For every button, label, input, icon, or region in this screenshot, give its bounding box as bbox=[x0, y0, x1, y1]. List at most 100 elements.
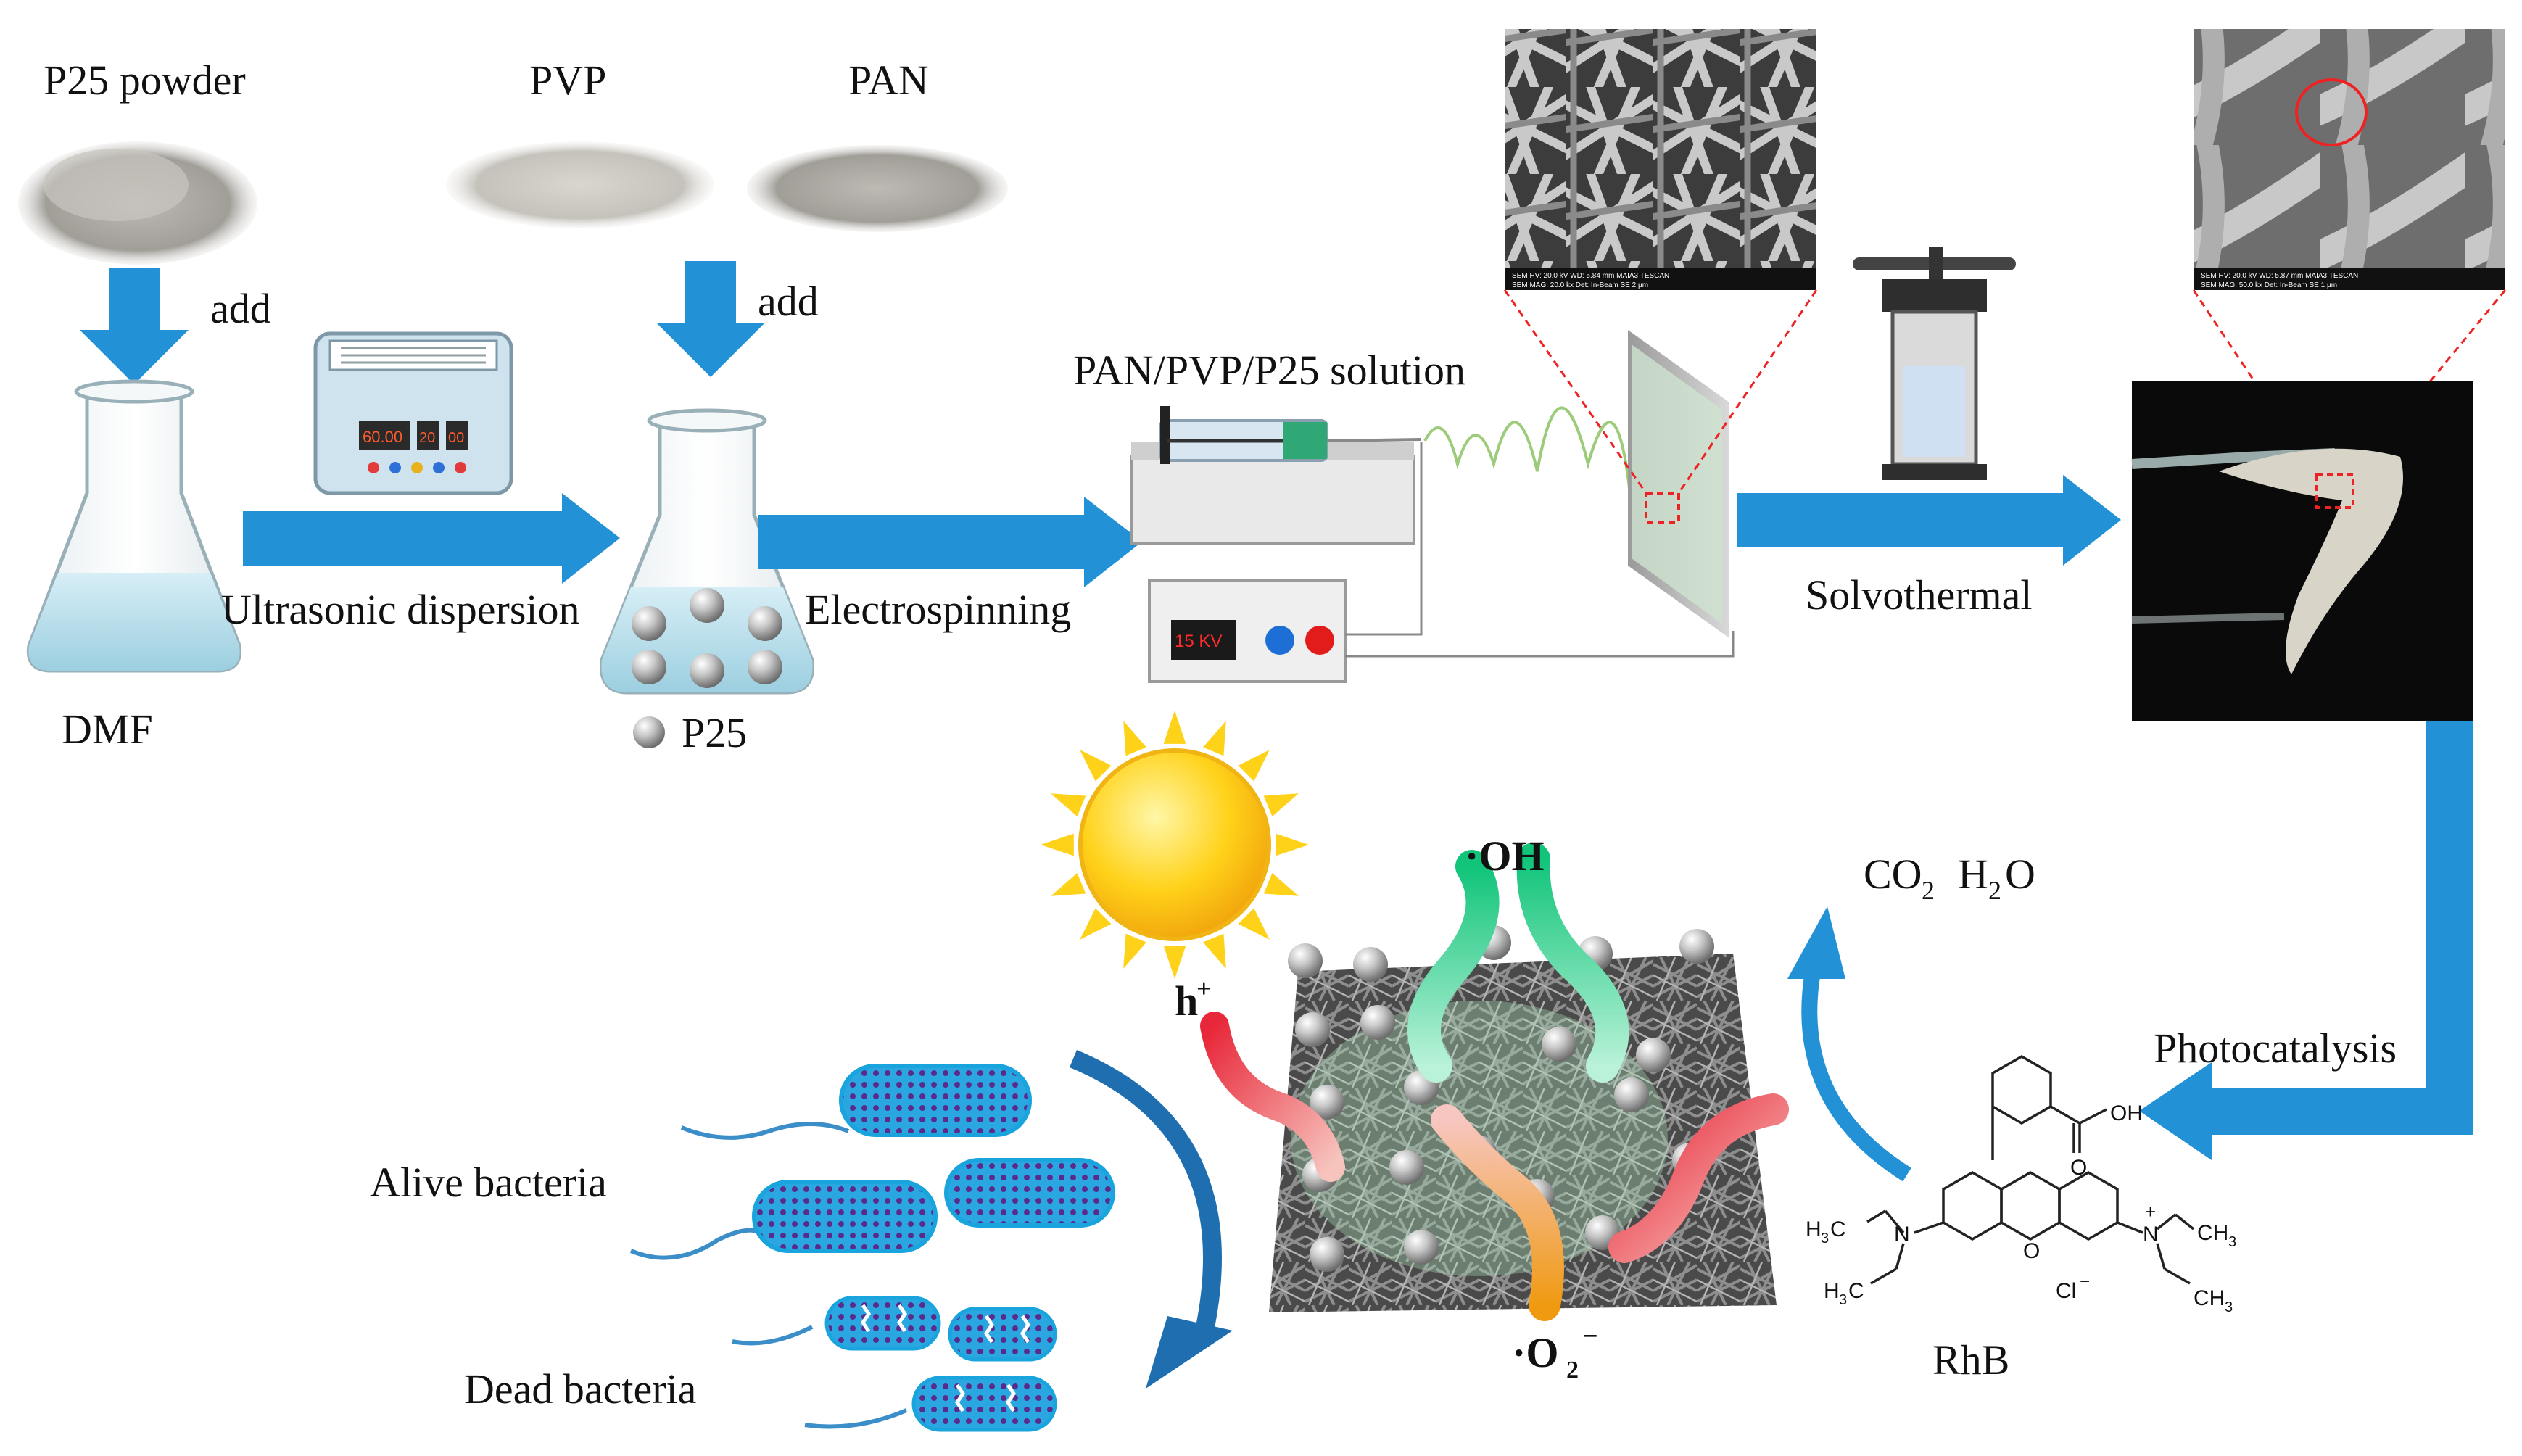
o2-radical-subscript: 2 bbox=[1566, 1357, 1579, 1383]
rhb-n-left: N bbox=[1894, 1223, 1910, 1246]
arrow-photocatalysis bbox=[2139, 721, 2473, 1160]
rhb-h3c-bottom-c: C bbox=[1848, 1279, 1864, 1303]
sun-ray bbox=[1080, 750, 1112, 782]
p25-nanoparticle bbox=[1679, 929, 1714, 964]
p25-nanoparticle bbox=[1310, 1085, 1344, 1120]
ultrasonic-bath-device: 60.00 20 00 bbox=[313, 331, 513, 495]
p25-nanoparticle bbox=[1542, 1027, 1576, 1062]
add-label-right: add bbox=[758, 278, 819, 325]
rhb-h3c-top-c: C bbox=[1830, 1217, 1846, 1241]
down-arrow-right bbox=[656, 261, 765, 377]
p25-legend-label: P25 bbox=[682, 709, 747, 756]
degradation-curved-arrow bbox=[1787, 906, 1911, 1182]
h2o-o: O bbox=[2005, 851, 2035, 898]
sun-ray bbox=[1263, 873, 1299, 896]
electrospinning-jet bbox=[1423, 406, 1633, 508]
sun-icon bbox=[1041, 711, 1309, 979]
h2o-h: H bbox=[1958, 851, 1988, 898]
ultrasonic-temp-display: 00 bbox=[448, 430, 464, 446]
rhb-h3c-bottom: H bbox=[1824, 1279, 1840, 1303]
photocatalysis-label: Photocatalysis bbox=[2154, 1025, 2397, 1072]
rhb-label: RhB bbox=[1932, 1336, 2009, 1383]
dmf-flask bbox=[26, 379, 242, 673]
h-plus-superscript: + bbox=[1196, 974, 1212, 1003]
sem-image-fibers: SEM HV: 20.0 kV WD: 5.84 mm MAIA3 TESCAN… bbox=[1505, 29, 1816, 290]
solution-label: PAN/PVP/P25 solution bbox=[1073, 347, 1465, 394]
rhb-ch3-top-sub: 3 bbox=[2228, 1234, 2236, 1250]
alive-bacterium-middle bbox=[629, 1158, 1115, 1260]
rhb-h3c-bottom-sub: 3 bbox=[1839, 1292, 1847, 1308]
rhb-cl-minus: − bbox=[2080, 1272, 2090, 1291]
rhb-ring-o: O bbox=[2023, 1239, 2040, 1263]
sun-ray bbox=[1051, 793, 1086, 816]
p25-nanoparticle bbox=[1288, 943, 1323, 978]
electrospinning-label: Electrospinning bbox=[805, 586, 1071, 633]
co2-subscript: 2 bbox=[1922, 876, 1935, 905]
pvp-powder-pile bbox=[446, 141, 714, 228]
h-plus-species-right bbox=[1608, 1093, 1789, 1263]
p25-flask bbox=[599, 408, 815, 695]
sun-ray bbox=[1203, 933, 1226, 969]
sem-right-caption-2: SEM MAG: 50.0 kx Det: In-Beam SE 1 μm bbox=[2201, 281, 2337, 289]
dead-bacteria-label: Dead bacteria bbox=[464, 1365, 696, 1412]
sun-ray bbox=[1263, 793, 1299, 816]
zoom-lines-left bbox=[1503, 289, 1818, 494]
sun-ray bbox=[1203, 721, 1226, 756]
o2-radical-label: ·O bbox=[1512, 1329, 1558, 1376]
alive-bacterium-top bbox=[680, 1064, 1032, 1140]
oh-radical-species-right bbox=[1516, 843, 1629, 1083]
sun-ray bbox=[1163, 946, 1186, 979]
rhb-carbonyl-o: O bbox=[2070, 1156, 2087, 1180]
sem-left-caption-2: SEM MAG: 20.0 kx Det: In-Beam SE 2 μm bbox=[1512, 281, 1648, 289]
arrow-ultrasonic-dispersion bbox=[243, 493, 620, 584]
rhb-n-plus: + bbox=[2145, 1201, 2156, 1223]
down-arrow-left bbox=[80, 268, 189, 384]
rhb-atom-labels: OH O O N N + Cl − H 3 C H 3 C CH 3 CH 3 bbox=[1806, 1101, 2236, 1315]
oh-radical-species-left bbox=[1407, 850, 1500, 1083]
ultrasonic-power-display: 20 bbox=[419, 430, 435, 446]
high-voltage-power-supply: 15 KV bbox=[1148, 442, 1735, 683]
oh-radical-label: ·OH bbox=[1465, 832, 1545, 880]
p25-powder-label: P25 powder bbox=[44, 57, 246, 104]
p25-nanoparticle bbox=[1636, 1038, 1671, 1072]
collector-plate bbox=[1628, 330, 1729, 638]
dead-bacterium-top bbox=[732, 1296, 1057, 1362]
arrow-electrospinning bbox=[758, 497, 1142, 587]
rhb-n-right: N bbox=[2143, 1223, 2159, 1246]
p25-powder-pile bbox=[18, 141, 257, 265]
dmf-label: DMF bbox=[62, 706, 153, 753]
alive-bacteria-label: Alive bacteria bbox=[370, 1159, 607, 1206]
syringe-pump bbox=[1130, 406, 1422, 545]
pvp-label: PVP bbox=[529, 57, 606, 104]
sun-ray bbox=[1238, 750, 1270, 782]
sun-ray bbox=[1080, 908, 1112, 940]
sun-ray bbox=[1123, 933, 1146, 969]
rhb-h3c-top: H bbox=[1806, 1217, 1822, 1241]
h-plus-label: h bbox=[1175, 977, 1198, 1025]
power-supply-voltage-display: 15 KV bbox=[1175, 632, 1222, 651]
pan-label: PAN bbox=[848, 57, 929, 104]
o2-radical-superscript: − bbox=[1582, 1321, 1598, 1352]
rhb-h3c-top-sub: 3 bbox=[1821, 1230, 1829, 1246]
co2-label: CO bbox=[1864, 851, 1922, 898]
rhb-cl: Cl bbox=[2056, 1279, 2076, 1303]
arrow-solvothermal bbox=[1737, 475, 2121, 566]
sun-ray bbox=[1123, 721, 1146, 756]
sem-right-caption-1: SEM HV: 20.0 kV WD: 5.87 mm MAIA3 TESCAN bbox=[2201, 272, 2358, 280]
p25-nanoparticle bbox=[1310, 1237, 1344, 1272]
pan-powder-pile bbox=[747, 145, 1008, 232]
solvothermal-autoclave bbox=[1853, 247, 2016, 480]
sem-left-caption-1: SEM HV: 20.0 kV WD: 5.84 mm MAIA3 TESCAN bbox=[1512, 272, 1669, 280]
sun-ray bbox=[1163, 711, 1186, 744]
sem-image-porous-fiber: SEM HV: 20.0 kV WD: 5.87 mm MAIA3 TESCAN… bbox=[2194, 29, 2505, 290]
sun-ray bbox=[1051, 873, 1086, 896]
rhb-molecule-structure bbox=[1866, 1054, 2195, 1285]
solvothermal-label: Solvothermal bbox=[1806, 571, 2033, 619]
p25-nanoparticle bbox=[1295, 1012, 1330, 1047]
p25-nanoparticle bbox=[1614, 1077, 1649, 1112]
add-label-left: add bbox=[210, 285, 271, 332]
rhb-ch3-bottom: CH bbox=[2194, 1286, 2225, 1310]
p25-nanoparticle bbox=[1389, 1150, 1424, 1185]
ultrasonic-dispersion-label: Ultrasonic dispersion bbox=[221, 586, 580, 633]
